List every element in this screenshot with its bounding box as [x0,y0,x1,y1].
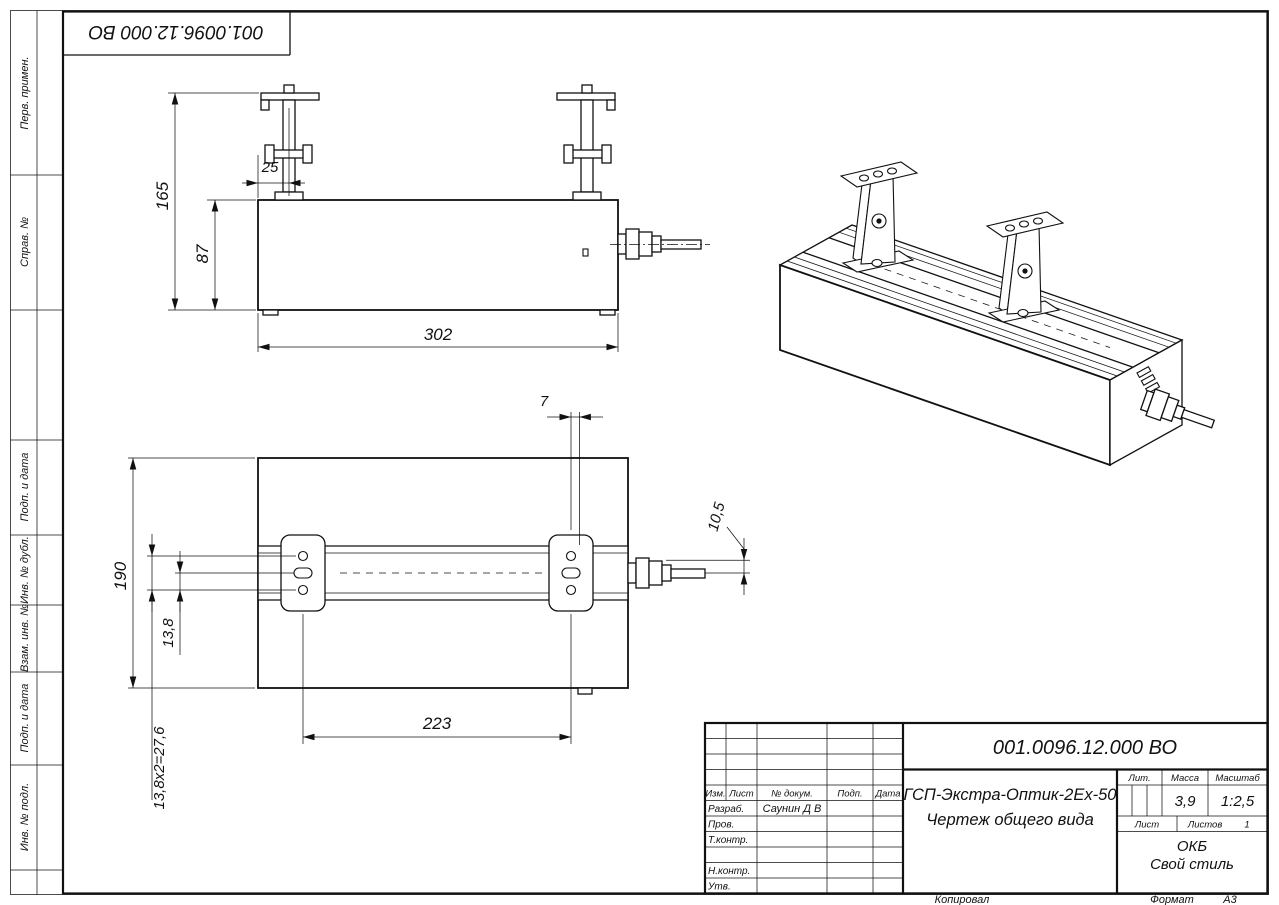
dim-body-width: 190 [111,561,130,590]
top-view [257,457,712,695]
footer-format-label: Формат [1150,894,1194,905]
title-block-col-data: Дата [874,789,900,800]
margin-label-podp-data-1: Подп. и дата [19,453,31,522]
title-block-sheets-value: 1 [1244,820,1249,831]
top-view-dimensions: 7 190 13,8 13,8х2=27,6 10,5 223 [111,393,750,810]
title-block-org-line1: ОКБ [1177,838,1208,855]
title-block-col-izm: Изм. [705,789,725,800]
isometric-view [778,161,1216,467]
dim-body-length: 302 [424,325,453,344]
title-block-col-list: Лист [728,789,754,800]
title-block-razrab-name: Саунин Д В [763,803,822,815]
title-block-mass-label: Масса [1171,773,1199,784]
dim-body-height: 87 [193,244,212,263]
title-block: 001.0096.12.000 ВО ГСП-Экстра-Оптик-2Ex-… [703,721,1269,895]
title-block-product-name: ГСП-Экстра-Оптик-2Ex-50 [904,786,1118,804]
title-block-sheets-label: Листов [1187,820,1223,831]
title-block-scale-value: 1:2,5 [1221,793,1255,810]
margin-column: Перв. примен. Справ. № Подп. и дата Инв.… [10,10,63,895]
title-block-row-nkontr: Н.контр. [708,866,750,877]
front-view-dimensions: 165 87 302 25 [153,92,619,352]
title-block-org-line2: Свой стиль [1150,856,1234,873]
dim-hole-pitch: 13,8 [160,618,177,648]
dim-hole-offset: 7 [540,393,549,410]
title-block-col-doc: № докум. [771,789,813,800]
sheet-frame [10,10,1269,895]
title-block-row-tkontr: Т.контр. [708,835,748,846]
margin-label-perv-primen: Перв. примен. [19,56,31,129]
title-block-sheet-label: Лист [1134,820,1160,831]
dim-bracket-span: 223 [422,714,452,733]
front-view [257,84,710,316]
title-block-scale-label: Масштаб [1215,773,1260,784]
dim-gland-offset: 10,5 [705,500,729,533]
footer-format-value: А3 [1222,894,1237,905]
dim-bracket-offset: 25 [261,159,279,176]
margin-label-vzam-inv: Взам. инв. № [19,604,31,672]
title-block-mass-value: 3,9 [1175,793,1197,810]
footer-notes: Копировал Формат А3 [935,894,1238,905]
title-block-document-type: Чертеж общего вида [926,811,1094,829]
margin-label-sprav-no: Справ. № [19,217,31,267]
footer-copied-by: Копировал [935,894,990,905]
dim-total-height: 165 [153,181,172,210]
title-block-row-prov: Пров. [708,820,734,831]
top-stamp: 001.0096.12.000 ВО [63,11,291,56]
margin-label-inv-podl: Инв. № подл. [19,783,31,851]
title-block-doc-number: 001.0096.12.000 ВО [993,737,1177,759]
title-block-lit-label: Лит. [1127,773,1150,784]
top-stamp-doc-number: 001.0096.12.000 ВО [88,21,263,42]
title-block-col-podp: Подп. [837,789,862,800]
margin-label-inv-dubl: Инв. № дубл. [19,536,31,604]
title-block-row-razrab: Разраб. [708,803,744,815]
title-block-row-utv: Утв. [707,882,731,893]
dim-hole-span: 13,8х2=27,6 [151,726,168,810]
margin-label-podp-data-2: Подп. и дата [19,684,31,753]
